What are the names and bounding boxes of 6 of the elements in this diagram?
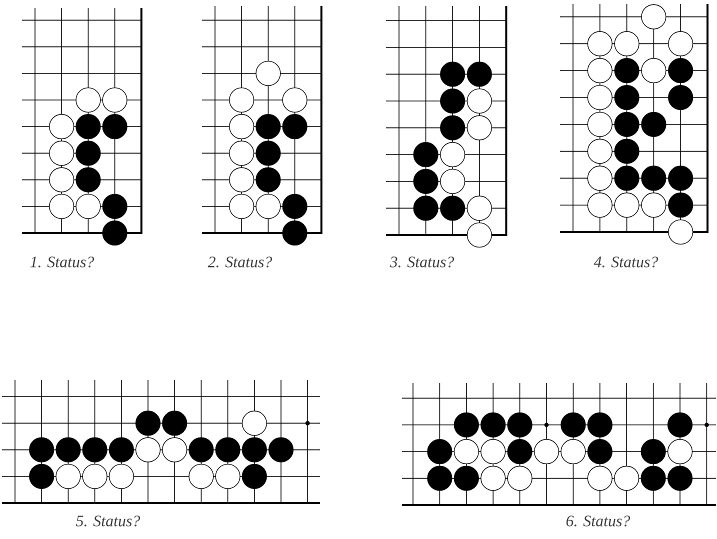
caption: 6. Status? (566, 516, 630, 526)
caption: 5. Status? (76, 516, 140, 526)
caption: 1. Status? (30, 256, 94, 268)
caption: 2. Status? (208, 256, 272, 268)
caption: 3. Status? (390, 256, 454, 268)
caption: 4. Status? (594, 256, 658, 268)
